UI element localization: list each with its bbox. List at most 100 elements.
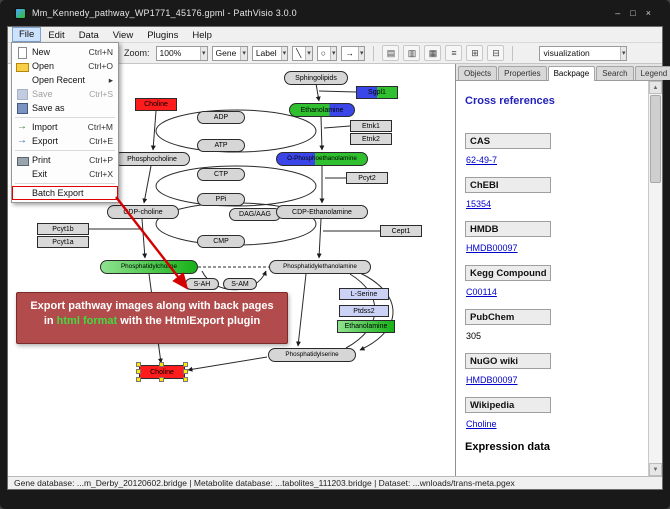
- zoom-combo[interactable]: 100% ▾: [155, 45, 208, 61]
- menu-item-label: Open: [32, 61, 55, 71]
- close-button[interactable]: ×: [645, 8, 651, 18]
- node-label: Etnk1: [362, 122, 380, 130]
- pathway-node-sgpl1[interactable]: Sgpl1: [356, 86, 398, 99]
- printer-icon: [15, 155, 29, 166]
- common-width-icon[interactable]: ⊞: [466, 45, 484, 61]
- tab-objects[interactable]: Objects: [458, 66, 498, 80]
- menu-item-save-as[interactable]: Save as: [12, 101, 118, 115]
- align-left-icon[interactable]: ▤: [382, 45, 400, 61]
- pathway-node-ethanolamine[interactable]: Ethanolamine: [289, 103, 355, 117]
- menu-edit[interactable]: Edit: [48, 29, 65, 41]
- connector-tool-combo[interactable]: →▾: [341, 45, 366, 61]
- tab-legend[interactable]: Legend: [634, 66, 670, 80]
- menu-plugins[interactable]: Plugins: [147, 29, 179, 41]
- pathway-node-cdp-ethanolamine[interactable]: CDP-Ethanolamine: [276, 205, 368, 219]
- pathway-node-choline[interactable]: Choline: [135, 98, 177, 111]
- xref-link[interactable]: C00114: [466, 287, 497, 297]
- menu-item-open-recent[interactable]: Open Recent▸: [12, 73, 118, 87]
- pathway-node-etnk1[interactable]: Etnk1: [350, 120, 392, 132]
- maximize-button[interactable]: □: [630, 8, 636, 18]
- menu-file[interactable]: File: [12, 27, 42, 42]
- xref-link[interactable]: HMDB00097: [466, 243, 518, 253]
- pathway-node-pcyt2[interactable]: Pcyt2: [346, 172, 388, 184]
- xref-link[interactable]: HMDB00097: [466, 375, 518, 385]
- selection-handle[interactable]: [136, 369, 141, 374]
- pathway-node-cept1[interactable]: Cept1: [380, 225, 422, 237]
- selection-handle[interactable]: [183, 362, 188, 367]
- scrollbar-thumb[interactable]: [650, 95, 661, 183]
- pathway-node-pcyt1a[interactable]: Pcyt1a: [37, 236, 89, 248]
- node-label: L-Serine: [350, 290, 378, 298]
- tab-search[interactable]: Search: [596, 66, 634, 80]
- scroll-down-icon[interactable]: ▼: [649, 463, 662, 476]
- align-top-icon[interactable]: ▦: [424, 45, 442, 61]
- xref-link[interactable]: 15354: [466, 199, 492, 209]
- minimize-button[interactable]: –: [615, 8, 621, 18]
- line-tool-combo[interactable]: ╲▾: [292, 45, 313, 61]
- chevron-down-icon: ▾: [305, 46, 312, 60]
- selection-handle[interactable]: [183, 369, 188, 374]
- selection-handle[interactable]: [136, 377, 141, 382]
- pathway-node-o-phosphoethanolamine[interactable]: O-Phosphoethanolamine: [276, 152, 368, 166]
- node-label: Choline: [144, 101, 168, 108]
- scroll-up-icon[interactable]: ▲: [649, 81, 662, 94]
- align-center-icon[interactable]: ▥: [403, 45, 421, 61]
- menu-shortcut: Ctrl+X: [89, 169, 113, 179]
- tab-properties[interactable]: Properties: [498, 66, 547, 80]
- pathway-node-phosphatidylserine[interactable]: Phosphatidylserine: [268, 348, 356, 362]
- selection-handle[interactable]: [136, 362, 141, 367]
- chevron-down-icon: ▾: [619, 46, 627, 60]
- selection-handle[interactable]: [159, 362, 164, 367]
- status-bar: Gene database: ...m_Derby_20120602.bridg…: [8, 476, 662, 489]
- pathway-node-atp[interactable]: ATP: [197, 139, 245, 152]
- selection-handle[interactable]: [159, 377, 164, 382]
- shape-tool-combo[interactable]: ○▾: [316, 45, 338, 61]
- pathway-node-ppi[interactable]: PPi: [197, 193, 245, 206]
- pathway-node-ctp[interactable]: CTP: [197, 168, 245, 181]
- pathway-node-l-serine[interactable]: L-Serine: [339, 288, 389, 300]
- menu-help[interactable]: Help: [192, 29, 212, 41]
- node-label: S-AM: [231, 280, 249, 288]
- pathway-node-s-am[interactable]: S-AM: [223, 278, 257, 290]
- pathway-node-cdp-choline[interactable]: CDP-choline: [107, 205, 179, 219]
- menu-item-label: Save: [32, 89, 53, 99]
- label-tool-combo[interactable]: Label▾: [251, 45, 289, 61]
- menu-data[interactable]: Data: [78, 29, 99, 41]
- visualization-combo[interactable]: visualization ▾: [539, 45, 628, 61]
- xref-link[interactable]: Choline: [466, 419, 497, 429]
- pathway-node-adp[interactable]: ADP: [197, 111, 245, 124]
- pathway-node-etnk2[interactable]: Etnk2: [350, 133, 392, 145]
- pathway-node-pcyt1b[interactable]: Pcyt1b: [37, 223, 89, 235]
- menu-item-batch-export[interactable]: Batch Export: [12, 186, 118, 200]
- selection-handle[interactable]: [183, 377, 188, 382]
- distribute-horizontal-icon[interactable]: ≡: [445, 45, 463, 61]
- node-label: CTP: [214, 171, 228, 178]
- pathway-node-ethanolamine-product[interactable]: Ethanolamine: [337, 320, 395, 333]
- xref-link[interactable]: 62-49-7: [466, 155, 498, 165]
- pathway-node-s-ah[interactable]: S-AH: [185, 278, 219, 290]
- pathway-node-phosphocholine[interactable]: Phosphocholine: [114, 152, 190, 166]
- tab-backpage[interactable]: Backpage: [547, 66, 596, 81]
- pathway-node-phosphatidylcholine[interactable]: Phosphatidylcholine: [100, 260, 198, 274]
- pathway-node-cmp[interactable]: CMP: [197, 235, 245, 248]
- pathway-node-ptdss2[interactable]: Ptdss2: [339, 305, 389, 317]
- pathway-node-sphingolipids[interactable]: Sphingolipids: [284, 71, 348, 85]
- callout-text-before: Export pathway images along with back pa…: [30, 300, 274, 327]
- common-height-icon[interactable]: ⊟: [487, 45, 505, 61]
- menu-view[interactable]: View: [112, 29, 134, 41]
- pathway-node-phosphatidylethanolamine[interactable]: Phosphatidylethanolamine: [269, 260, 371, 274]
- datanode-type-combo[interactable]: Gene▾: [211, 45, 248, 61]
- pathway-node-dag-aag[interactable]: DAG/AAG: [229, 208, 281, 221]
- panel-scrollbar[interactable]: ▲ ▼: [648, 81, 662, 476]
- pathway-node-choline-selected[interactable]: Choline: [136, 362, 188, 382]
